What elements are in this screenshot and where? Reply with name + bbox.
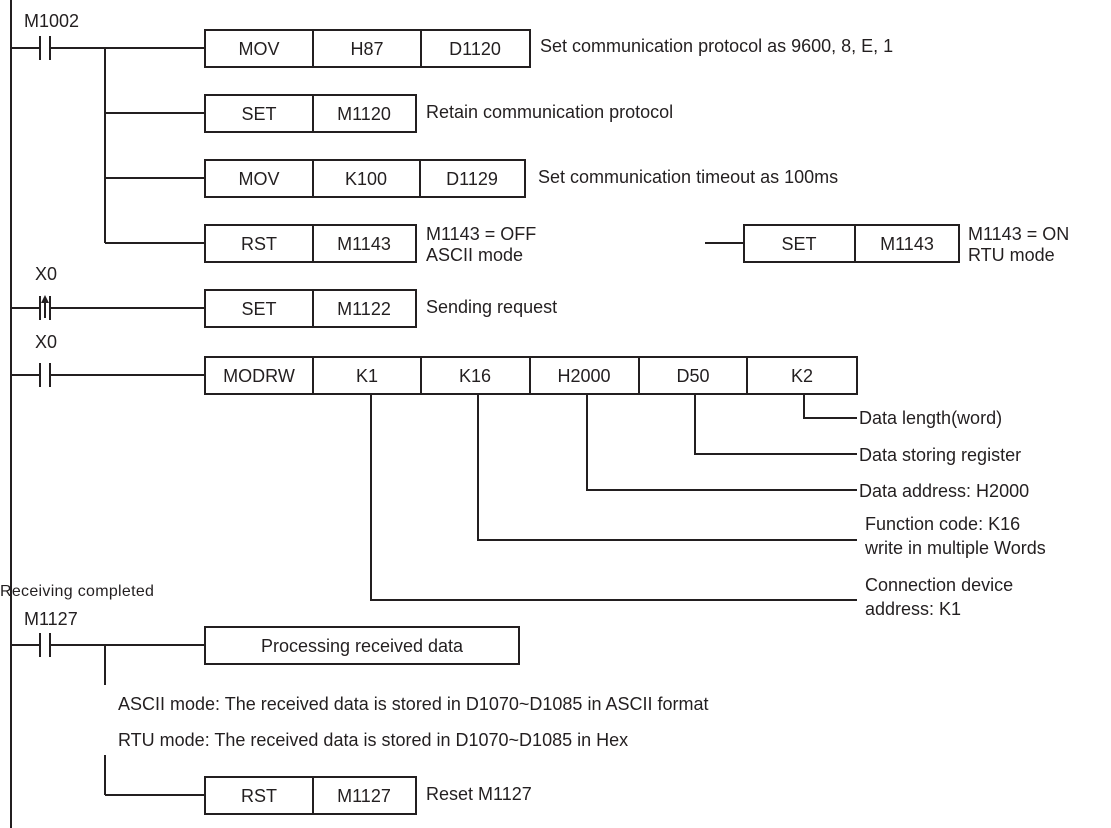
instruction-set-m1122: SET M1122 (204, 289, 417, 328)
comment-rtu-line1: M1143 = ON (968, 224, 1069, 244)
note-function-line1: Function code: K16 (865, 514, 1020, 534)
comment-ascii-line2: ASCII mode (426, 245, 523, 265)
comment-sending-request: Sending request (426, 297, 557, 317)
operand-device: M1127 (337, 786, 391, 806)
contact-m1002 (39, 36, 51, 60)
operand-source: H87 (350, 39, 383, 59)
contact-x0 (39, 363, 51, 387)
comment-reset-m1127: Reset M1127 (426, 784, 532, 804)
operand-station: K1 (356, 366, 378, 386)
instruction-set-m1120: SET M1120 (204, 94, 417, 133)
operand-device: M1122 (337, 299, 391, 319)
operand-device: M1143 (880, 234, 934, 254)
comment-timeout: Set communication timeout as 100ms (538, 167, 838, 187)
operand-length: K2 (791, 366, 813, 386)
processing-label: Processing received data (261, 636, 464, 656)
note-station-line2: address: K1 (865, 599, 961, 619)
instruction-op: SET (781, 234, 816, 254)
operand-device: M1120 (337, 104, 391, 124)
operand-destination: D1120 (449, 39, 501, 59)
operand-source: K100 (345, 169, 387, 189)
note-data-address: Data address: H2000 (859, 481, 1029, 501)
note-station-line1: Connection device (865, 575, 1013, 595)
comment-rtu-line2: RTU mode (968, 245, 1055, 265)
note-data-register: Data storing register (859, 445, 1021, 465)
contact-x0-rising-edge (39, 295, 51, 320)
operand-function: K16 (459, 366, 491, 386)
instruction-op: MODRW (223, 366, 295, 386)
instruction-mov-k100-d1129: MOV K100 D1129 (204, 159, 526, 198)
note-ascii-mode: ASCII mode: The received data is stored … (118, 694, 708, 714)
contact-m1127 (39, 633, 51, 657)
processing-received-data-box: Processing received data (204, 626, 520, 665)
instruction-rst-m1143: RST M1143 (204, 224, 417, 263)
operand-register: D50 (676, 366, 709, 386)
operand-destination: D1129 (446, 169, 498, 189)
contact-x0-pulse-label: X0 (35, 264, 57, 284)
comment-retain: Retain communication protocol (426, 102, 673, 122)
operand-address: H2000 (557, 366, 610, 386)
instruction-op: MOV (238, 39, 279, 59)
instruction-mov-h87-d1120: MOV H87 D1120 (204, 29, 531, 68)
note-rtu-mode: RTU mode: The received data is stored in… (118, 730, 628, 750)
leader-lines (370, 394, 857, 601)
instruction-rst-m1127: RST M1127 (204, 776, 417, 815)
instruction-op: RST (241, 234, 277, 254)
note-function-line2: write in multiple Words (864, 538, 1046, 558)
contact-m1127-label: M1127 (24, 609, 78, 629)
instruction-op: SET (241, 299, 276, 319)
contact-x0-label: X0 (35, 332, 57, 352)
instruction-modrw: MODRW K1 K16 H2000 D50 K2 (204, 356, 858, 395)
comment-ascii-line1: M1143 = OFF (426, 224, 536, 244)
instruction-set-m1143-alt: SET M1143 (743, 224, 960, 263)
instruction-op: MOV (238, 169, 279, 189)
label-receiving-completed: Receiving completed (0, 583, 154, 600)
instruction-op: SET (241, 104, 276, 124)
operand-device: M1143 (337, 234, 391, 254)
comment-protocol: Set communication protocol as 9600, 8, E… (540, 36, 893, 56)
contact-m1002-label: M1002 (24, 11, 79, 31)
instruction-op: RST (241, 786, 277, 806)
note-data-length: Data length(word) (859, 408, 1002, 428)
